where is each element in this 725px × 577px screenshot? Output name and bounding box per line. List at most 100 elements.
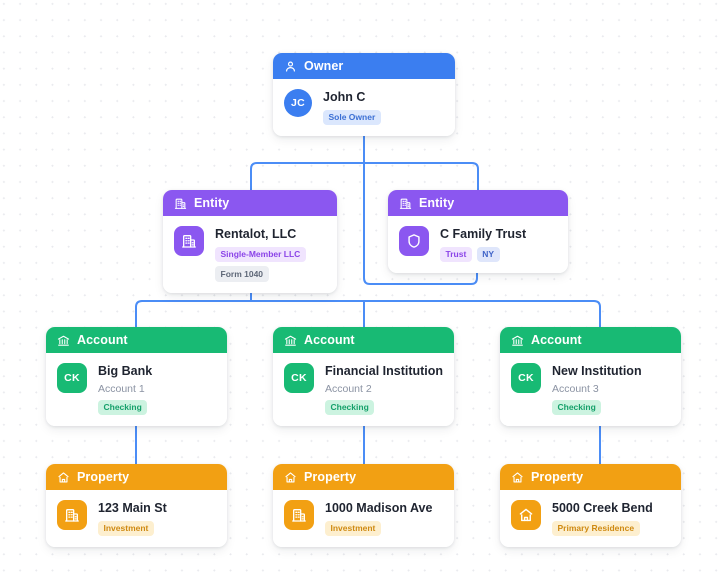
node-type-label: Entity	[419, 196, 455, 210]
status-badge: Sole Owner	[323, 109, 381, 126]
status-badge: Form 1040	[215, 266, 269, 282]
avatar-shield-icon	[399, 226, 429, 256]
node-type-label: Property	[531, 470, 584, 484]
badge-row: Form 1040	[215, 266, 306, 282]
badge-row: Investment	[325, 520, 432, 537]
node-type-label: Account	[531, 333, 582, 347]
status-badge: Checking	[552, 399, 602, 416]
connector-owner-to-trust	[363, 162, 479, 191]
avatar-initials: CK	[518, 372, 534, 384]
badge-row: Primary Residence	[552, 520, 653, 537]
node-title: Big Bank	[98, 364, 153, 378]
status-badge: Checking	[98, 399, 148, 416]
node-header-property-5000-creek-bend: Property	[500, 464, 681, 490]
node-title: Financial Institution	[325, 364, 444, 378]
badge-row: Single-Member LLC	[215, 246, 306, 263]
avatar-home-icon	[511, 500, 541, 530]
node-type-label: Property	[304, 470, 357, 484]
node-body-property-123-main: 123 Main St Investment	[46, 490, 227, 548]
avatar-building-icon	[57, 500, 87, 530]
node-header-account-big-bank: Account	[46, 327, 227, 353]
avatar: CK	[284, 363, 314, 393]
node-header-entity-trust: Entity	[388, 190, 568, 216]
avatar-building-icon	[284, 500, 314, 530]
badge-row: Checking	[552, 399, 642, 416]
badge-row: Investment	[98, 520, 167, 537]
node-type-label: Account	[304, 333, 355, 347]
bank-icon	[511, 334, 524, 347]
home-icon	[57, 471, 70, 484]
avatar: CK	[57, 363, 87, 393]
node-header-owner: Owner	[273, 53, 455, 79]
node-subtitle: Account 3	[552, 382, 599, 395]
connector-bus-to-account-3	[593, 300, 601, 328]
node-title: 123 Main St	[98, 501, 167, 515]
avatar-initials: CK	[291, 372, 307, 384]
node-title: C Family Trust	[440, 227, 527, 241]
connector-bus-to-account-1	[135, 300, 143, 328]
node-body-owner: JC John C Sole Owner	[273, 79, 455, 137]
user-icon	[284, 60, 297, 73]
status-badge: NY	[476, 246, 500, 263]
node-title: 1000 Madison Ave	[325, 501, 433, 515]
status-badge: Investment	[98, 520, 154, 537]
badge-row: Sole Owner	[323, 109, 381, 126]
avatar-building-icon	[174, 226, 204, 256]
node-type-label: Owner	[304, 59, 344, 73]
node-title: John C	[323, 90, 366, 104]
status-badge: Primary Residence	[552, 520, 640, 537]
node-text-block: Rentalot, LLC Single-Member LLC Form 1040	[215, 226, 306, 282]
home-icon	[511, 471, 524, 484]
node-header-account-financial-institution: Account	[273, 327, 454, 353]
node-text-block: John C Sole Owner	[323, 89, 381, 126]
status-badge: Trust	[440, 246, 472, 263]
avatar-initials: JC	[290, 97, 306, 109]
status-badge: Checking	[325, 399, 375, 416]
node-text-block: 123 Main St Investment	[98, 500, 167, 537]
status-badge: Single-Member LLC	[215, 246, 306, 263]
building-icon	[399, 197, 412, 210]
node-type-label: Property	[77, 470, 130, 484]
badge-row: Checking	[325, 399, 443, 416]
status-badge: Investment	[325, 520, 381, 537]
building-icon	[174, 197, 187, 210]
node-title: Rentalot, LLC	[215, 227, 297, 241]
avatar: JC	[284, 89, 312, 117]
node-body-entity-rentalot: Rentalot, LLC Single-Member LLC Form 1040	[163, 216, 337, 293]
node-header-property-1000-madison: Property	[273, 464, 454, 490]
avatar-initials: CK	[64, 372, 80, 384]
node-type-label: Account	[77, 333, 128, 347]
node-type-label: Entity	[194, 196, 230, 210]
bank-icon	[57, 334, 70, 347]
node-title: New Institution	[552, 364, 642, 378]
connector-owner-to-rentalot	[250, 162, 365, 191]
node-property-123-main[interactable]: Property 123 Main St Investment	[46, 464, 227, 548]
node-subtitle: Account 1	[98, 382, 145, 395]
node-header-account-new-institution: Account	[500, 327, 681, 353]
node-subtitle: Account 2	[325, 382, 372, 395]
node-title: 5000 Creek Bend	[552, 501, 653, 515]
home-icon	[284, 471, 297, 484]
